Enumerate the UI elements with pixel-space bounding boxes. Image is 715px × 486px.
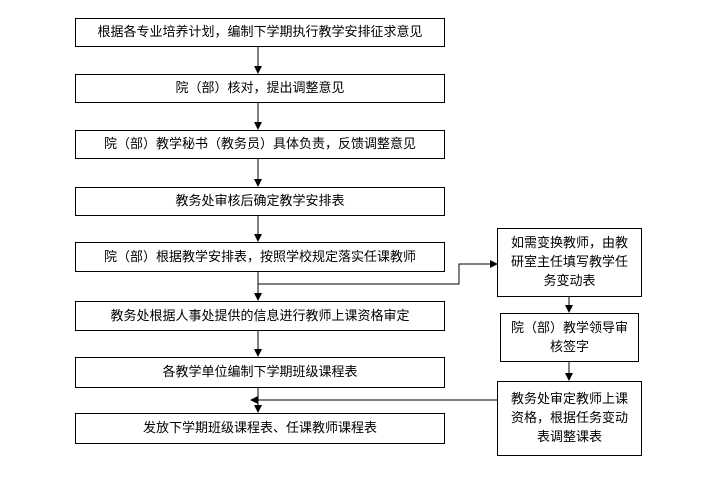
side-step-2-box: 院（部）教学领导审核签字 xyxy=(500,313,639,362)
step-3-box: 院（部）教学秘书（教务员）具体负责，反馈调整意见 xyxy=(75,130,445,159)
arrow-to-side-1 xyxy=(258,260,498,285)
side-step-1-box: 如需变换教师，由教研室主任填写教学任务变动表 xyxy=(497,228,642,297)
step-7-box: 各教学单位编制下学期班级课程表 xyxy=(75,357,445,388)
step-1-box: 根据各专业培养计划，编制下学期执行教学安排征求意见 xyxy=(75,18,445,47)
step-8-box: 发放下学期班级课程表、任课教师课程表 xyxy=(75,413,445,444)
side-step-3-box: 教务处审定教师上课资格，根据任务变动表调整课表 xyxy=(497,381,642,456)
step-4-box: 教务处审核后确定教学安排表 xyxy=(75,187,445,216)
step-6-box: 教务处根据人事处提供的信息进行教师上课资格审定 xyxy=(75,301,445,331)
step-2-box: 院（部）核对，提出调整意见 xyxy=(75,74,445,103)
step-5-box: 院（部）根据教学安排表，按照学校规定落实任课教师 xyxy=(75,242,445,272)
